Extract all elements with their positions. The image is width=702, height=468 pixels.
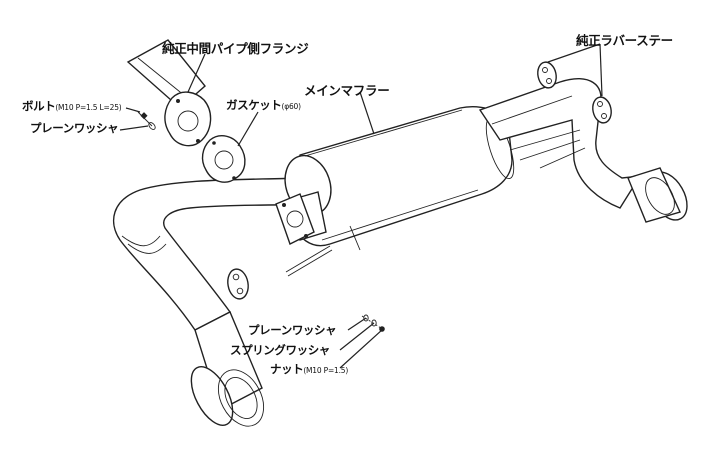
bolt-spec: (M10 P=1.5 L=25) xyxy=(55,103,122,112)
label-bolt: ボルト(M10 P=1.5 L=25) xyxy=(22,98,122,114)
gasket xyxy=(201,135,246,183)
label-rubber-stay: 純正ラバーステー xyxy=(576,33,673,48)
label-nut: ナット(M10 P=1.5) xyxy=(270,361,348,377)
rubber-stay-left xyxy=(227,268,249,300)
original-flange xyxy=(164,91,212,147)
label-plain-washer-left: プレーンワッシャ xyxy=(30,121,119,135)
label-original-flange: 純正中間パイプ側フランジ xyxy=(162,41,309,56)
left-tailpipe xyxy=(112,177,306,427)
main-muffler-body xyxy=(275,106,515,277)
right-tailpipe xyxy=(478,77,688,223)
rubber-stay-right-top xyxy=(537,61,557,89)
nut-spec: (M10 P=1.5) xyxy=(303,366,349,375)
gasket-spec: (φ60) xyxy=(281,102,302,111)
gasket-text: ガスケット xyxy=(226,98,282,112)
label-spring-washer: スプリングワッシャ xyxy=(230,343,330,357)
leader-lines xyxy=(119,43,603,369)
bolt-text: ボルト xyxy=(22,99,56,113)
nut-text: ナット xyxy=(270,362,304,376)
label-gasket: ガスケット(φ60) xyxy=(226,97,301,113)
bolt-and-washer xyxy=(137,111,156,130)
label-plain-washer-bottom: プレーンワッシャ xyxy=(248,323,337,337)
label-main-muffler: メインマフラー xyxy=(304,83,390,98)
rubber-stay-right-bottom xyxy=(592,96,612,124)
